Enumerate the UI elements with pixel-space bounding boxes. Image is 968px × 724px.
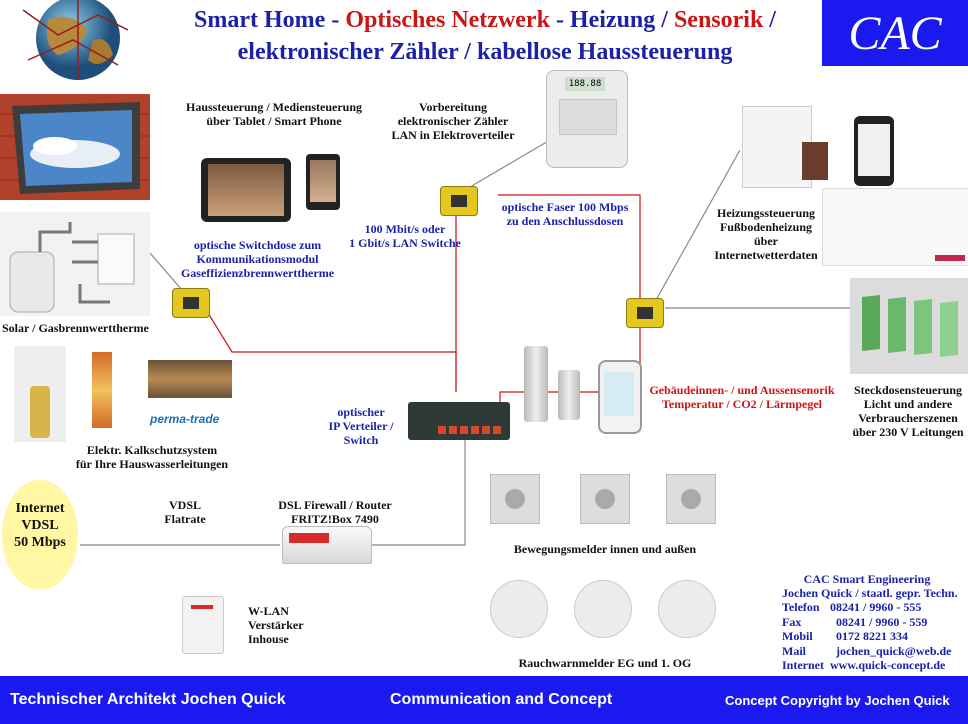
heating-brochure-image [822, 188, 968, 266]
motion-sensor-1 [490, 474, 540, 524]
contact-block: CAC Smart Engineering Jochen Quick / sta… [782, 572, 966, 673]
label-solar: Solar / Gasbrennwerttherme [2, 321, 149, 335]
meter-display: 188.88 [565, 77, 605, 91]
page-title: Smart Home - Optisches Netzwerk - Heizun… [194, 7, 776, 65]
contact-label: Fax [782, 614, 802, 629]
label-kalk: Elektr. Kalkschutzsystem für Ihre Hauswa… [75, 443, 229, 471]
contact-value: 08241 / 9960 - 559 [830, 614, 928, 629]
optical-switchbox-right [626, 298, 664, 328]
boiler-image [0, 212, 150, 316]
thermostat-small [802, 142, 828, 180]
footer-bar: Technischer Architekt Jochen Quick Commu… [0, 676, 968, 724]
contact-label: Mail [782, 643, 806, 658]
wlan-repeater-image [182, 596, 224, 654]
smoke-detector-1 [490, 580, 548, 638]
label-socket: Steckdosensteuerung Licht und andere Ver… [852, 383, 964, 439]
contact-value: 0172 8221 334 [830, 629, 908, 643]
internet-bubble [2, 480, 78, 590]
label-router: DSL Firewall / Router FRITZ!Box 7490 [278, 498, 392, 526]
label-switchbox: optische Switchdose zum Kommunikationsmo… [180, 238, 335, 280]
weather-station-image [524, 346, 548, 422]
smartphone-image [306, 154, 340, 210]
label-tablet: Haussteuerung / Mediensteuerung über Tab… [185, 100, 362, 128]
label-meter: Vorbereitung elektronischer Zähler LAN i… [391, 100, 515, 142]
label-motion: Bewegungsmelder innen und außen [513, 542, 697, 556]
label-wlan: W-LAN Verstärker Inhouse [248, 604, 304, 646]
label-vdsl: VDSL Flatrate [164, 498, 206, 526]
water-filter-image [14, 346, 66, 442]
contact-value: 08241 / 9960 - 555 [830, 600, 922, 614]
contact-label: Telefon [782, 600, 820, 614]
router-image [282, 526, 372, 564]
heating-phone-image [854, 116, 894, 186]
skylight-image [0, 94, 150, 200]
optical-switchbox-boiler [172, 288, 210, 318]
label-switch-speed: 100 Mbit/s oder 1 Gbit/s LAN Switche [349, 222, 461, 250]
contact-name: Jochen Quick / staatl. gepr. Techn. [782, 586, 958, 600]
label-sensors: Gebäudeinnen- / und Aussensenorik Temper… [649, 383, 835, 411]
label-heating: Heizungssteuerung Fußbodenheizung über I… [714, 206, 818, 262]
contact-value: www.quick-concept.de [830, 658, 946, 672]
weather-module-image [558, 370, 580, 420]
label-smoke: Rauchwarnmelder EG und 1. OG [518, 656, 692, 670]
socket-panel-image [850, 278, 968, 374]
contact-label: Mobil [782, 629, 813, 643]
footer-center: Communication and Concept [390, 691, 613, 708]
tablet-image [201, 158, 291, 222]
smoke-detector-3 [658, 580, 716, 638]
electric-meter-image: 188.88 [546, 70, 628, 168]
globe-image [18, 0, 136, 80]
motion-sensor-2 [580, 474, 630, 524]
label-fiber: optische Faser 100 Mbps zu den Anschluss… [501, 200, 629, 228]
ip-switch-image [408, 402, 510, 440]
water-tube-image [92, 352, 112, 428]
contact-label: Internet [782, 658, 824, 672]
contact-value: jochen_quick@web.de [830, 643, 952, 658]
pipe-image [148, 360, 232, 398]
perma-trade-logo: perma-trade [150, 412, 220, 426]
footer-right: Concept Copyright by Jochen Quick [725, 693, 950, 708]
sensor-phone-image [598, 360, 642, 434]
smoke-detector-2 [574, 580, 632, 638]
optical-switchbox-meter [440, 186, 478, 216]
footer-left: Technischer Architekt Jochen Quick [10, 691, 286, 708]
motion-sensor-3 [666, 474, 716, 524]
label-internet: Internet VDSL 50 Mbps [14, 501, 66, 550]
cac-logo: CAC [822, 0, 968, 66]
label-ip-switch: optischer IP Verteiler / Switch [328, 405, 394, 447]
contact-title: CAC Smart Engineering [803, 572, 931, 586]
